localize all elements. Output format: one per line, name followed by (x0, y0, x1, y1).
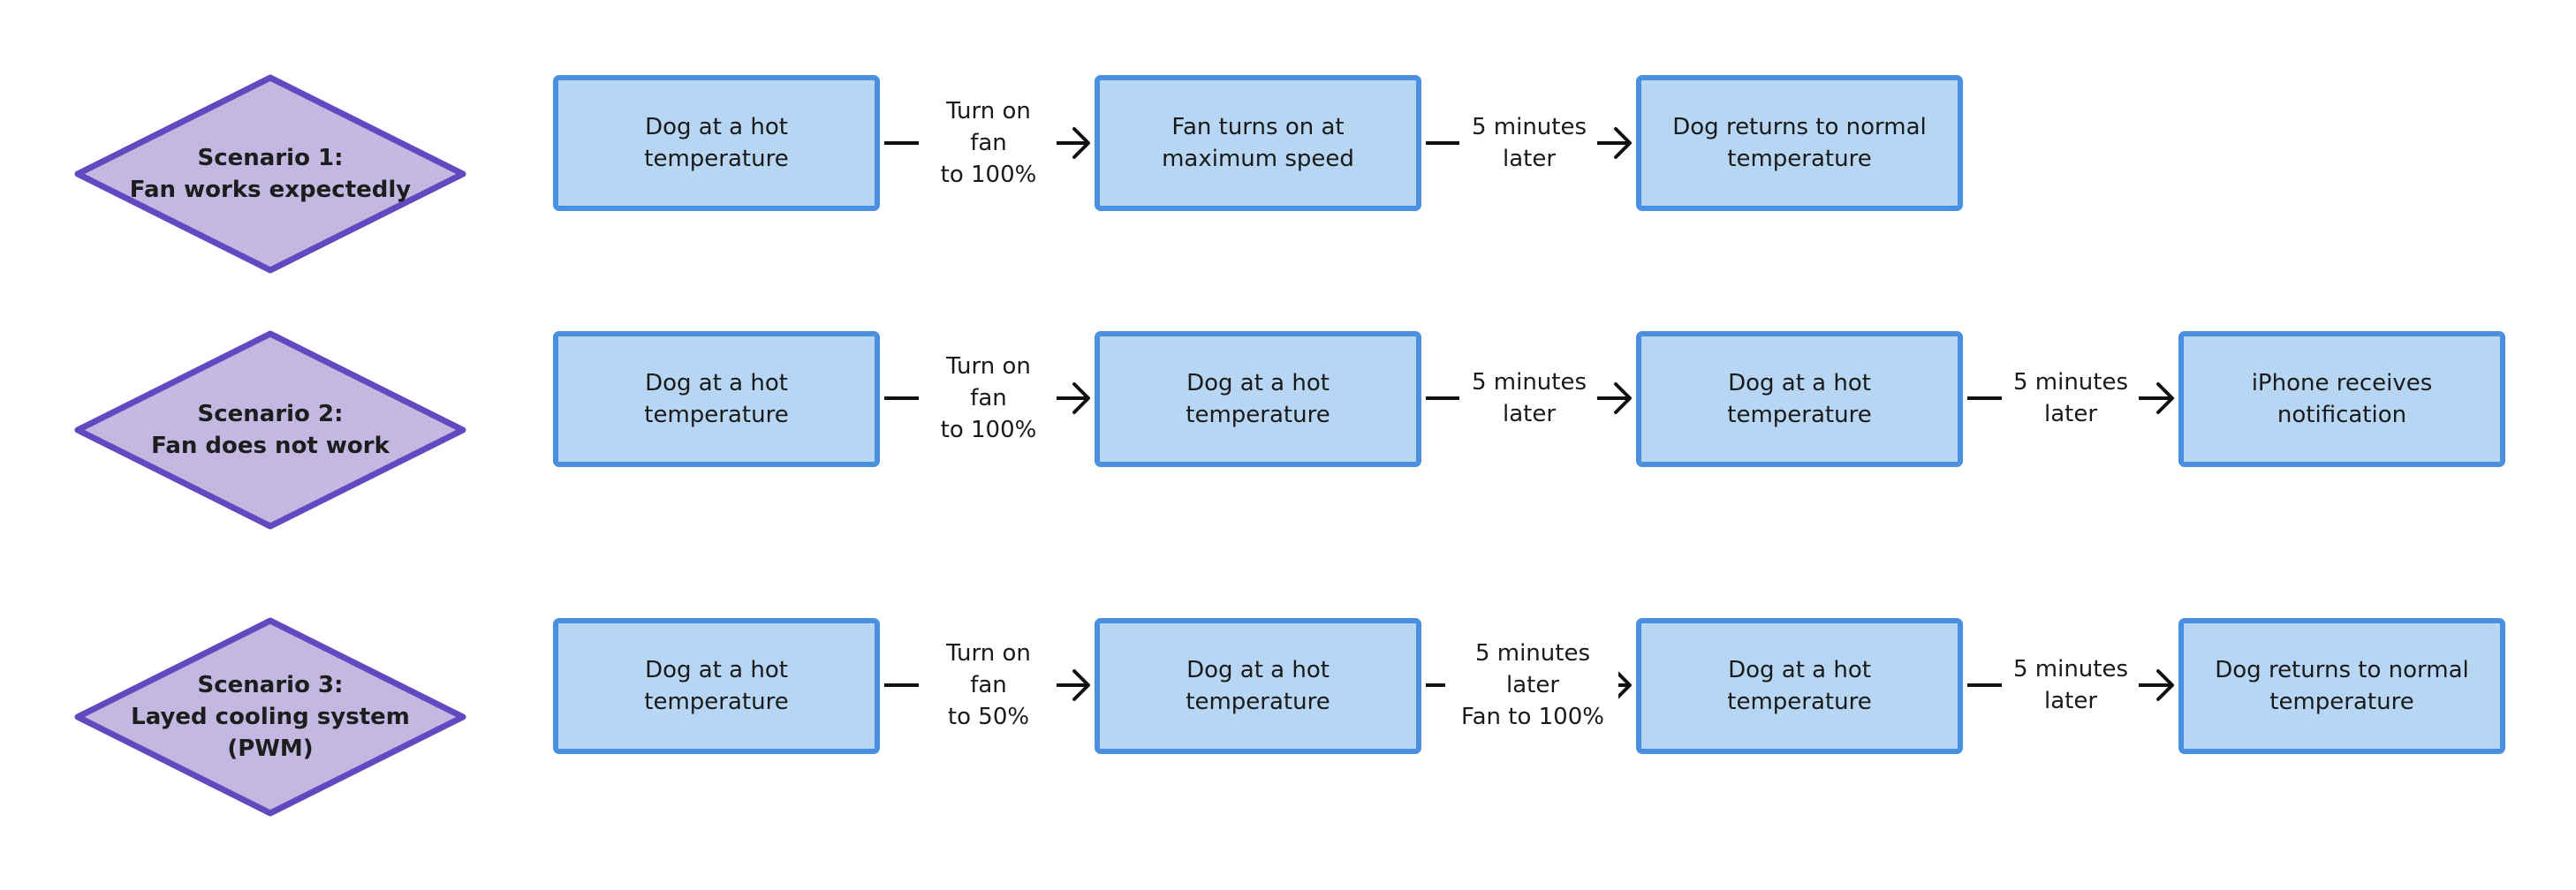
row-3-box-1 (553, 618, 880, 754)
row-3-connector-2 (1426, 669, 1632, 701)
arrow-head-icon (1614, 669, 1632, 701)
arrow-head-icon (1614, 382, 1632, 414)
scenario-2-diamond (74, 330, 466, 530)
scenario-3-diamond (74, 617, 466, 817)
row-3-connector-3 (1967, 669, 2174, 701)
row-1-box-1 (553, 75, 880, 211)
row-2-box-1 (553, 331, 880, 467)
row-1-connector-1 (884, 127, 1090, 159)
scenario-row-3 (74, 617, 2505, 817)
row-1-box-2 (1095, 75, 1421, 211)
row-1-box-3 (1636, 75, 1963, 211)
arrow-head-icon (1072, 127, 1090, 159)
scenario-row-2 (74, 330, 2505, 530)
row-2-box-3 (1636, 331, 1963, 467)
row-2-connector-2 (1426, 382, 1632, 414)
row-1-connector-2 (1426, 127, 1632, 159)
row-3-box-2 (1095, 618, 1421, 754)
row-3-box-4 (2178, 618, 2505, 754)
arrow-head-icon (1614, 127, 1632, 159)
row-2-connector-1 (884, 382, 1090, 414)
row-2-box-4 (2178, 331, 2505, 467)
row-2-connector-3 (1967, 382, 2174, 414)
scenario-row-1 (74, 74, 1963, 274)
row-3-connector-1 (884, 669, 1090, 701)
row-2-box-2 (1095, 331, 1421, 467)
arrow-head-icon (1072, 382, 1090, 414)
scenario-1-diamond (74, 74, 466, 274)
row-3-box-3 (1636, 618, 1963, 754)
arrow-head-icon (2156, 382, 2174, 414)
arrow-head-icon (2156, 669, 2174, 701)
arrow-head-icon (1072, 669, 1090, 701)
